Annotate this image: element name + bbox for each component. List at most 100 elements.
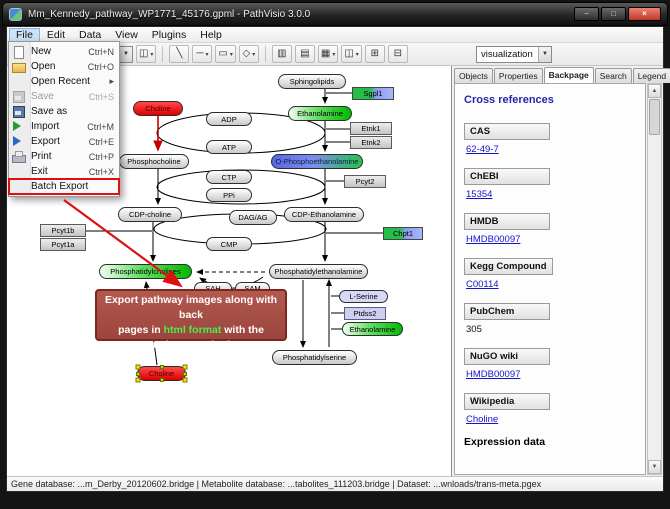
tab-objects[interactable]: Objects bbox=[454, 68, 493, 83]
scrollbar-thumb[interactable] bbox=[649, 99, 660, 135]
pathway-node-pcyt1a[interactable]: Pcyt1a bbox=[40, 238, 86, 251]
group-icon: ⊞ bbox=[370, 48, 379, 59]
selection-handle[interactable] bbox=[136, 371, 140, 376]
align-center-y-icon: ▤ bbox=[300, 48, 310, 59]
pathway-node-ethanolamine[interactable]: Ethanolamine bbox=[288, 106, 352, 121]
align-center-y-button[interactable]: ▤ bbox=[294, 45, 315, 63]
selection-handle[interactable] bbox=[135, 364, 141, 370]
stack-horizontal-icon: ◫ bbox=[344, 48, 354, 59]
tab-properties[interactable]: Properties bbox=[493, 68, 543, 83]
zoom-fit-button[interactable]: ◫▾ bbox=[135, 45, 157, 63]
menu-item-label: Save as bbox=[31, 106, 68, 117]
ungroup-button[interactable]: ⊟ bbox=[387, 45, 408, 63]
selection-handle[interactable] bbox=[182, 364, 188, 370]
pathway-node-sphingolipids[interactable]: Sphingolipids bbox=[278, 74, 346, 89]
pathway-node-o-phosphoethanolamine[interactable]: O-Phosphoethanolamine bbox=[271, 154, 363, 169]
selection-tool-button[interactable]: ╲ bbox=[169, 45, 190, 63]
stack-vertical-button[interactable]: ▦▾ bbox=[317, 45, 339, 63]
xref-id-link[interactable]: C00114 bbox=[466, 279, 499, 290]
visualization-combobox[interactable]: visualization ▼ bbox=[476, 45, 552, 63]
chevron-down-icon[interactable]: ▾ bbox=[252, 51, 256, 58]
pathway-node-sgpl1[interactable]: Sgpl1 bbox=[352, 87, 394, 100]
file-menu-item-save-as[interactable]: Save as bbox=[9, 104, 119, 119]
chevron-down-icon[interactable]: ▾ bbox=[355, 51, 359, 58]
pathway-node-pcyt2[interactable]: Pcyt2 bbox=[344, 175, 386, 188]
xref-id-link[interactable]: HMDB00097 bbox=[466, 234, 521, 245]
pathway-node-l-serine[interactable]: L-Serine bbox=[339, 290, 388, 303]
shape-tool-button[interactable]: ▭▾ bbox=[215, 45, 236, 63]
tab-legend[interactable]: Legend bbox=[632, 68, 670, 83]
menu-item-shortcut: Ctrl+E bbox=[88, 136, 114, 147]
align-center-x-button[interactable]: ▥ bbox=[271, 45, 292, 63]
pathway-node-pcyt1b[interactable]: Pcyt1b bbox=[40, 224, 86, 237]
close-button[interactable]: × bbox=[628, 7, 661, 21]
pathway-node-adp[interactable]: ADP bbox=[206, 112, 252, 126]
chevron-down-icon[interactable]: ▾ bbox=[150, 51, 154, 58]
pathway-node-ethanolamine[interactable]: Ethanolamine bbox=[342, 322, 403, 336]
menubar-item-plugins[interactable]: Plugins bbox=[151, 28, 187, 41]
menu-item-shortcut: Ctrl+S bbox=[88, 91, 114, 102]
menubar-item-edit[interactable]: Edit bbox=[46, 28, 66, 41]
pathway-node-ctp[interactable]: CTP bbox=[206, 170, 252, 184]
file-menu-item-batch-export[interactable]: Batch Export bbox=[8, 178, 120, 195]
chevron-down-icon[interactable]: ▼ bbox=[118, 46, 132, 62]
xref-id-link[interactable]: 15354 bbox=[466, 189, 493, 200]
tab-backpage[interactable]: Backpage bbox=[543, 67, 594, 83]
pathway-node-etnk2[interactable]: Etnk2 bbox=[350, 136, 392, 149]
line-tool-button[interactable]: ─▾ bbox=[192, 45, 213, 63]
pathway-node-phosphatidylserine[interactable]: Phosphatidylserine bbox=[272, 350, 357, 365]
group-button[interactable]: ⊞ bbox=[364, 45, 385, 63]
maximize-button[interactable]: □ bbox=[601, 7, 626, 21]
scroll-up-icon[interactable]: ▲ bbox=[648, 84, 661, 98]
menubar-item-view[interactable]: View bbox=[115, 28, 138, 41]
chevron-down-icon[interactable]: ▼ bbox=[538, 46, 551, 62]
minimize-button[interactable]: − bbox=[574, 7, 599, 21]
chevron-down-icon[interactable]: ▾ bbox=[332, 51, 336, 58]
pathway-node-choline[interactable]: Choline bbox=[135, 364, 188, 383]
selection-handle[interactable] bbox=[183, 371, 187, 376]
pathway-node-cdp-ethanolamine[interactable]: CDP-Ethanolamine bbox=[284, 207, 364, 222]
xref-id-link[interactable]: Choline bbox=[466, 414, 499, 425]
panel-scrollbar[interactable]: ▲ ▼ bbox=[647, 83, 662, 475]
pathway-node-ptdss2[interactable]: Ptdss2 bbox=[344, 307, 386, 320]
pathway-node-choline[interactable]: Choline bbox=[133, 101, 183, 116]
pathway-node-ppi[interactable]: PPi bbox=[206, 188, 252, 202]
menubar-item-data[interactable]: Data bbox=[79, 28, 102, 41]
stack-horizontal-button[interactable]: ◫▾ bbox=[341, 45, 362, 63]
menubar-item-help[interactable]: Help bbox=[200, 28, 222, 41]
selection-handle[interactable] bbox=[159, 378, 164, 382]
xref-id-link[interactable]: HMDB00097 bbox=[466, 369, 521, 380]
selection-handle[interactable] bbox=[182, 377, 188, 383]
file-menu-item-open-recent[interactable]: Open Recent▸ bbox=[9, 74, 119, 89]
chevron-down-icon[interactable]: ▾ bbox=[205, 51, 209, 58]
scroll-down-icon[interactable]: ▼ bbox=[648, 460, 661, 474]
pathway-node-phosphatidylcholines[interactable]: Phosphatidylcholines bbox=[99, 264, 192, 279]
pathway-node-cdp-choline[interactable]: CDP-choline bbox=[118, 207, 182, 222]
selection-handle[interactable] bbox=[159, 365, 164, 369]
saveas-icon bbox=[11, 105, 26, 118]
pathway-node-chpt1[interactable]: Chpt1 bbox=[383, 227, 423, 240]
pathway-node-etnk1[interactable]: Etnk1 bbox=[350, 122, 392, 135]
menubar-item-file[interactable]: File bbox=[9, 27, 40, 42]
pathway-node-dag-ag[interactable]: DAG/AG bbox=[229, 210, 277, 225]
pathway-node-phosphatidylethanolamine[interactable]: Phosphatidylethanolamine bbox=[269, 264, 368, 279]
pathway-node-atp[interactable]: ATP bbox=[206, 140, 252, 154]
chevron-down-icon[interactable]: ▾ bbox=[229, 51, 233, 58]
datanode-tool-button[interactable]: ◇▾ bbox=[238, 45, 259, 63]
tab-search[interactable]: Search bbox=[594, 68, 632, 83]
pathway-node-cmp[interactable]: CMP bbox=[206, 237, 252, 251]
selection-handle[interactable] bbox=[135, 377, 141, 383]
xref-id-link[interactable]: 62-49-7 bbox=[466, 144, 499, 155]
pathway-node-phosphocholine[interactable]: Phosphocholine bbox=[119, 154, 189, 169]
annotation-line-1: Export pathway images along with back bbox=[97, 293, 285, 323]
